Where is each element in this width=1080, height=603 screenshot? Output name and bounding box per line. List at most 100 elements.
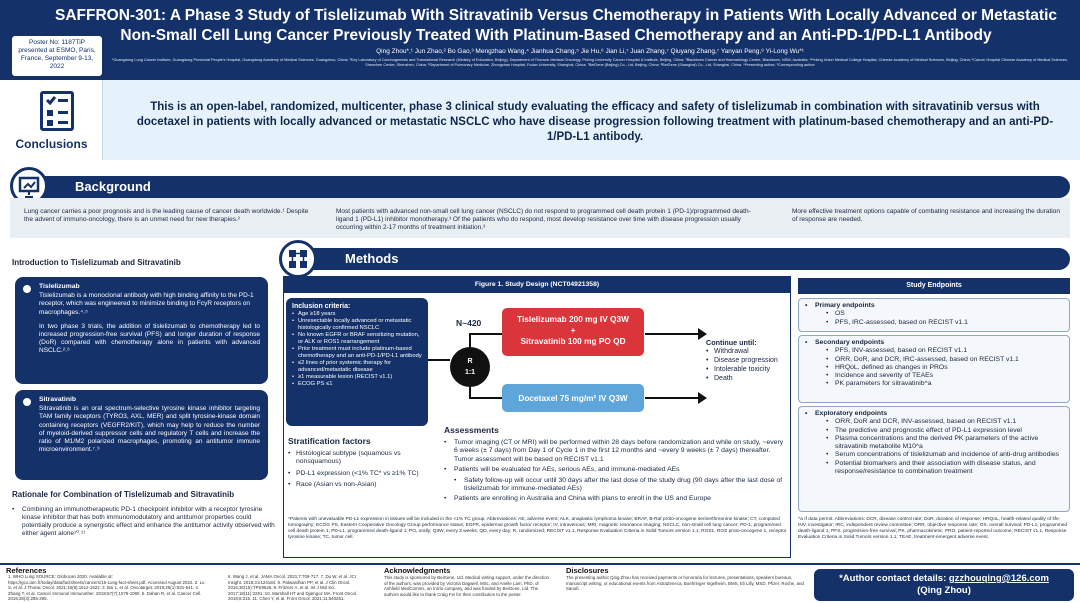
endpoint-item: The predictive and prognostic effect of … xyxy=(805,427,1063,436)
rationale-body: Combining an immunotherapeutic PD-1 chec… xyxy=(22,506,275,537)
continue-item: Withdrawal xyxy=(706,347,786,356)
acknowledgments-text: This study is sponsored by BeiGene, Ltd.… xyxy=(384,575,549,597)
inclusion-criteria-box: Inclusion criteria: Age ≥18 years Unrese… xyxy=(286,298,428,426)
assessment-item: Patients will be evaluated for AEs, seri… xyxy=(444,466,786,475)
bullet-icon xyxy=(23,398,31,406)
inclusion-item: No known EGFR or BRAF sensitizing mutati… xyxy=(292,332,422,346)
continue-heading: Continue until: xyxy=(706,338,757,347)
primary-endpoints-heading: Primary endpoints xyxy=(805,302,1063,311)
bullet-icon xyxy=(23,285,31,293)
stratification-item: PD-L1 expression (<1% TC* vs ≥1% TC) xyxy=(288,470,438,479)
arrowhead-icon xyxy=(698,328,707,404)
arm1-plus: + xyxy=(570,325,576,335)
randomization-node: R 1:1 xyxy=(450,347,490,387)
assessments-list: Tumor imaging (CT or MRI) will be perfor… xyxy=(444,439,786,506)
inclusion-item: Age ≥18 years xyxy=(292,311,422,318)
disclosures-text: The presenting author Qing Zhou has rece… xyxy=(566,575,804,592)
stratification-heading: Stratification factors xyxy=(288,436,371,446)
poster-header xyxy=(0,0,1080,80)
inclusion-item: ≤2 lines of prior systemic therapy for a… xyxy=(292,360,422,374)
sample-size: N~420 xyxy=(456,318,482,328)
references-heading: References xyxy=(6,566,47,575)
exploratory-endpoints-box: Exploratory endpoints ORR, DoR and DCR, … xyxy=(798,406,1070,512)
randomization-ratio: 1:1 xyxy=(464,369,476,376)
tislelizumab-p1: Tislelizumab is a monoclonal antibody wi… xyxy=(39,292,254,316)
inclusion-heading: Inclusion criteria: xyxy=(292,303,351,310)
author-contact: *Author contact details: gzzhouqing@126.… xyxy=(814,569,1074,601)
sitravatinib-p1: Sitravatinib is an oral spectrum-selecti… xyxy=(39,405,260,454)
endpoint-item: Plasma concentrations and the derived PK… xyxy=(805,435,1063,452)
sitravatinib-heading: Sitravatinib xyxy=(39,396,77,403)
stratification-item: Histological subtype (squamous vs nonsqu… xyxy=(288,450,438,467)
background-col-3: More effective treatment options capable… xyxy=(792,208,1060,223)
arrow-to-continue xyxy=(645,333,698,399)
references-col-1: 1. WHO Lung SOURCE: Globocan 2020. Avail… xyxy=(8,574,205,602)
figure-footnote: *Patients with unevaluable PD-L1 express… xyxy=(288,517,787,540)
inclusion-item: Unresectable locally advanced or metasta… xyxy=(292,318,422,332)
secondary-endpoints-heading: Secondary endpoints xyxy=(805,339,1063,348)
tislelizumab-p2: In two phase 3 trials, the addition of t… xyxy=(39,322,260,355)
conclusions-text: This is an open-label, randomized, multi… xyxy=(136,101,1054,143)
tislelizumab-heading: Tislelizumab xyxy=(39,283,80,290)
endpoints-heading: Study Endpoints xyxy=(798,278,1070,294)
arm-docetaxel: Docetaxel 75 mg/m² IV Q3W xyxy=(502,384,644,412)
endpoint-item: Incidence and severity of TEAEs xyxy=(805,372,1063,381)
authors: Qing Zhou*,¹ Jun Zhao,² Bo Gao,³ Mengzha… xyxy=(376,48,804,55)
arm1-drug-1: Tislelizumab 200 mg IV Q3W xyxy=(517,314,629,324)
disclosures-heading: Disclosures xyxy=(566,566,609,575)
tislelizumab-card: Tislelizumab Tislelizumab is a monoclona… xyxy=(15,277,268,384)
background-band xyxy=(10,198,1070,238)
conclusions-band xyxy=(0,80,1080,160)
conclusions-label: Conclusions xyxy=(15,137,88,151)
rationale-text: Combining an immunotherapeutic PD-1 chec… xyxy=(12,506,277,538)
figure-heading: Figure 1. Study Design (NCT04921358) xyxy=(284,277,790,293)
endpoint-item: Serum concentrations of tislelizumab and… xyxy=(805,451,1063,460)
assessment-subitem: Safety follow-up will occur until 30 day… xyxy=(444,477,786,494)
assessments-heading: Assessments xyxy=(444,425,499,435)
contact-label: *Author contact details: xyxy=(839,573,949,584)
background-heading: Background xyxy=(20,176,1070,198)
inclusion-item: ECOG PS ≤1 xyxy=(292,381,422,388)
exploratory-endpoints-heading: Exploratory endpoints xyxy=(805,410,1063,419)
endpoint-item: PK parameters for sitravatinib^a xyxy=(805,380,1063,389)
background-col-1: Lung cancer carries a poor prognosis and… xyxy=(24,208,309,223)
checklist-icon xyxy=(40,91,74,131)
study-design-arrows xyxy=(428,328,707,404)
stratification-list: Histological subtype (squamous vs nonsqu… xyxy=(288,450,438,493)
assessment-item: Patients are enrolling in Australia and … xyxy=(444,495,786,504)
secondary-endpoints-box: Secondary endpoints PFS, INV-assessed, b… xyxy=(798,335,1070,403)
arrow-to-arm1 xyxy=(469,333,502,347)
primary-endpoints-box: Primary endpoints OS PFS, IRC-assessed, … xyxy=(798,298,1070,332)
endpoint-item: PFS, IRC-assessed, based on RECIST v1.1 xyxy=(805,319,1063,328)
methods-heading: Methods xyxy=(290,248,1070,270)
arm1-drug-2: Sitravatinib 100 mg PO QD xyxy=(520,336,626,346)
endpoints-footnote: ^a If data permit. Abbreviations: DCR, d… xyxy=(798,517,1068,540)
endpoint-item: HRQoL, defined as changes in PROs xyxy=(805,364,1063,373)
rationale-heading: Rationale for Combination of Tislelizuma… xyxy=(12,490,235,499)
sitravatinib-card: Sitravatinib Sitravatinib is an oral spe… xyxy=(15,390,268,480)
continue-item: Disease progression xyxy=(706,356,786,365)
poster-note: Poster No: 1187TiP presented at ESMO, Pa… xyxy=(12,36,102,76)
affiliations: ¹Guangdong Lung Cancer Institute, Guangd… xyxy=(112,58,1068,67)
continue-item: Intolerable toxicity xyxy=(706,365,786,374)
arrow-to-arm2 xyxy=(469,387,502,399)
assessment-item: Tumor imaging (CT or MRI) will be perfor… xyxy=(444,439,786,464)
inclusion-item: Prior treatment must include platinum-ba… xyxy=(292,346,422,360)
arm-tislelizumab-sitravatinib: Tislelizumab 200 mg IV Q3W + Sitravatini… xyxy=(502,308,644,356)
footer-divider xyxy=(0,563,1080,565)
randomization-label: R xyxy=(467,358,473,365)
acknowledgments-heading: Acknowledgments xyxy=(384,566,451,575)
endpoint-item: PFS, INV-assessed, based on RECIST v1.1 xyxy=(805,347,1063,356)
continue-until-box: Continue until: Withdrawal Disease progr… xyxy=(706,338,786,383)
endpoint-item: ORR, DoR and DCR, INV-assessed, based on… xyxy=(805,418,1063,427)
endpoint-item: ORR, DoR, and DCR, IRC-assessed, based o… xyxy=(805,356,1063,365)
background-col-2: Most patients with advanced non-small ce… xyxy=(336,208,751,231)
contact-email-link[interactable]: gzzhouqing@126.com xyxy=(948,573,1049,584)
contact-name: (Qing Zhou) xyxy=(917,585,971,596)
inclusion-item: ≥1 measurable lesion (RECIST v1.1) xyxy=(292,374,422,381)
endpoint-item: OS xyxy=(805,310,1063,319)
continue-item: Death xyxy=(706,374,786,383)
stratification-item: Race (Asian vs non-Asian) xyxy=(288,481,438,490)
references-col-2: 6. Wang J, et al. JAMA Oncol. 2021;7:709… xyxy=(228,574,358,602)
intro-heading: Introduction to Tislelizumab and Sitrava… xyxy=(12,258,181,267)
